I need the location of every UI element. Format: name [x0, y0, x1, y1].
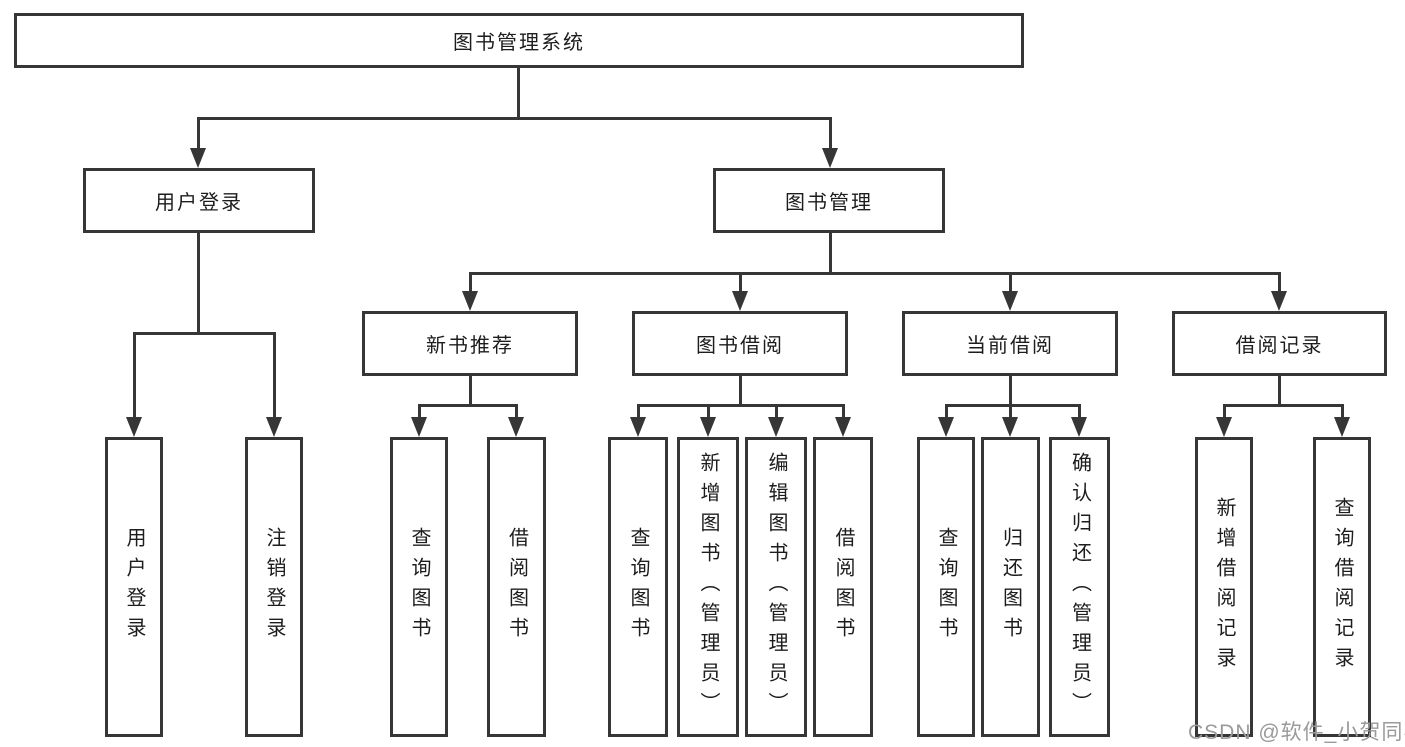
connector-current-borrow-hline [945, 404, 1081, 407]
node-book-borrow: 图书借阅 [632, 311, 848, 376]
leaf-borrow-books: 借阅图书 [813, 437, 873, 737]
arrow-to-book-mgmt [822, 148, 838, 168]
connector-root-hline [197, 117, 832, 120]
connector-to-user-login-stem [197, 117, 200, 150]
arrow-to-book-borrow [732, 291, 748, 311]
node-book-mgmt: 图书管理 [713, 168, 945, 233]
connector-borrow-records-stem [1278, 376, 1281, 406]
connector-to-current-borrow-stem [1009, 272, 1012, 293]
node-root: 图书管理系统 [14, 13, 1024, 68]
connector-root-stem [517, 68, 520, 120]
leaf-return-books: 归还图书 [981, 437, 1040, 737]
connector-user-login-hline [133, 332, 276, 335]
arrow-to-leaf [508, 417, 524, 437]
connector-leaf-stem [1341, 404, 1344, 419]
node-new-books: 新书推荐 [362, 311, 578, 376]
arrow-to-new-books [462, 291, 478, 311]
leaf-query-books: 查询图书 [390, 437, 448, 737]
leaf-query-borrow-record: 查询借阅记录 [1313, 437, 1371, 737]
connector-to-borrow-records-stem [1278, 272, 1281, 293]
connector-leaf-stem [273, 332, 276, 419]
connector-user-login-stem [197, 233, 200, 334]
arrow-to-leaf [938, 417, 954, 437]
connector-leaf-stem [637, 404, 640, 419]
connector-leaf-stem [842, 404, 845, 419]
connector-new-books-hline [418, 404, 518, 407]
leaf-add-books-admin: 新增图书（管理员） [677, 437, 739, 737]
connector-book-borrow-stem [739, 376, 742, 406]
leaf-query-books: 查询图书 [917, 437, 975, 737]
connector-leaf-stem [1223, 404, 1226, 419]
arrow-to-borrow-records [1271, 291, 1287, 311]
connector-leaf-stem [418, 404, 421, 419]
leaf-user-login: 用户登录 [105, 437, 163, 737]
connector-book-mgmt-stem [829, 233, 832, 275]
connector-to-book-borrow-stem [739, 272, 742, 293]
leaf-query-books: 查询图书 [608, 437, 668, 737]
arrow-to-current-borrow [1002, 291, 1018, 311]
leaf-edit-books-admin: 编辑图书（管理员） [745, 437, 807, 737]
connector-to-new-books-stem [469, 272, 472, 293]
arrow-to-leaf [1216, 417, 1232, 437]
arrow-to-leaf [835, 417, 851, 437]
connector-leaf-stem [775, 404, 778, 419]
connector-current-borrow-stem [1009, 376, 1012, 406]
arrow-to-leaf [411, 417, 427, 437]
arrow-to-user-login [190, 148, 206, 168]
arrow-to-leaf [630, 417, 646, 437]
leaf-confirm-return-admin: 确认归还（管理员） [1049, 437, 1110, 737]
arrow-to-leaf [1071, 417, 1087, 437]
node-user-login: 用户登录 [83, 168, 315, 233]
node-current-borrow: 当前借阅 [902, 311, 1118, 376]
leaf-borrow-books: 借阅图书 [487, 437, 546, 737]
arrow-to-leaf [126, 417, 142, 437]
arrow-to-leaf [1002, 417, 1018, 437]
arrow-to-leaf [1334, 417, 1350, 437]
connector-leaf-stem [1009, 404, 1012, 419]
connector-leaf-stem [1078, 404, 1081, 419]
connector-leaf-stem [707, 404, 710, 419]
arrow-to-leaf [768, 417, 784, 437]
connector-new-books-stem [469, 376, 472, 406]
connector-to-book-mgmt-stem [829, 117, 832, 150]
connector-book-borrow-hline [637, 404, 845, 407]
arrow-to-leaf [700, 417, 716, 437]
connector-leaf-stem [133, 332, 136, 419]
arrow-to-leaf [266, 417, 282, 437]
watermark: CSDN @软件_小贺同学 [1188, 721, 1405, 744]
leaf-add-borrow-record: 新增借阅记录 [1195, 437, 1253, 737]
connector-leaf-stem [515, 404, 518, 419]
leaf-logout: 注销登录 [245, 437, 303, 737]
connector-book-mgmt-hline [469, 272, 1281, 275]
node-borrow-records: 借阅记录 [1172, 311, 1387, 376]
connector-borrow-records-hline [1223, 404, 1344, 407]
connector-leaf-stem [945, 404, 948, 419]
